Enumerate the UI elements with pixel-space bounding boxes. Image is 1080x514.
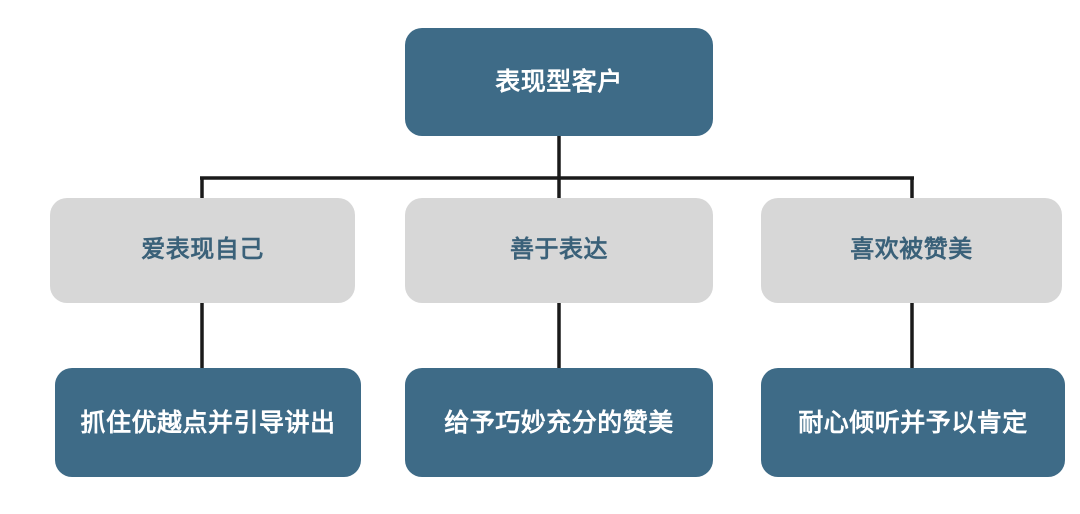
node-trait-1-label: 爱表现自己 xyxy=(141,236,264,264)
node-action-2[interactable]: 给予巧妙充分的赞美 xyxy=(405,368,713,477)
node-action-2-label: 给予巧妙充分的赞美 xyxy=(444,408,674,437)
node-action-1-label: 抓住优越点并引导讲出 xyxy=(80,408,336,437)
node-action-3-label: 耐心倾听并予以肯定 xyxy=(798,408,1028,437)
node-trait-3[interactable]: 喜欢被赞美 xyxy=(761,198,1062,303)
node-root[interactable]: 表现型客户 xyxy=(405,28,713,136)
node-action-3[interactable]: 耐心倾听并予以肯定 xyxy=(761,368,1065,477)
node-trait-1[interactable]: 爱表现自己 xyxy=(50,198,355,303)
node-trait-2[interactable]: 善于表达 xyxy=(405,198,713,303)
node-trait-2-label: 善于表达 xyxy=(510,236,608,264)
node-root-label: 表现型客户 xyxy=(495,68,623,96)
node-action-1[interactable]: 抓住优越点并引导讲出 xyxy=(55,368,361,477)
node-trait-3-label: 喜欢被赞美 xyxy=(850,236,973,264)
